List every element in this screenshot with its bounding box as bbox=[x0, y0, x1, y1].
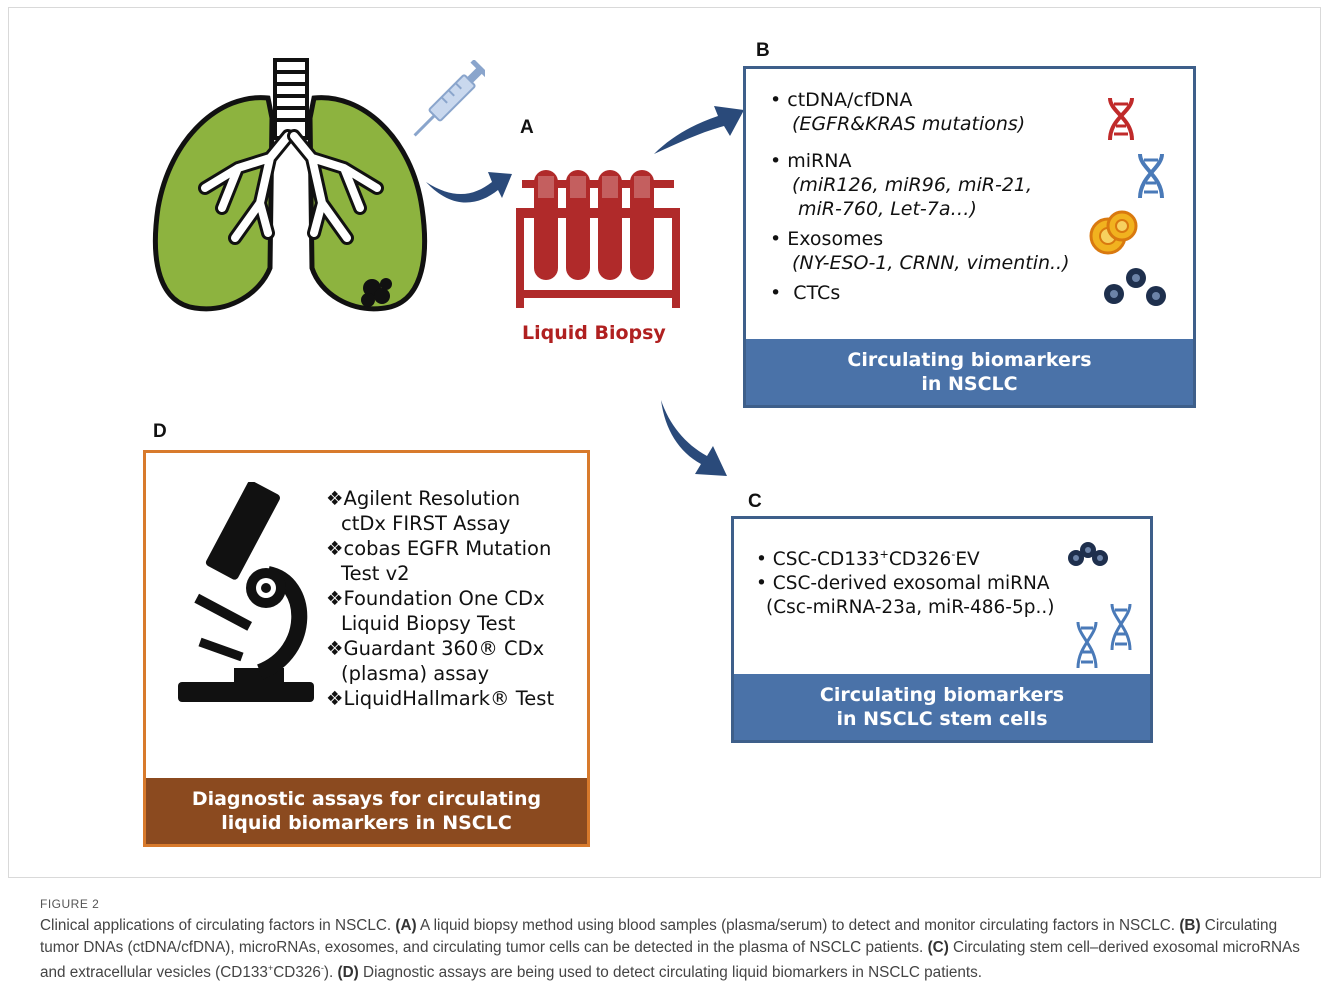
assay-item: ❖Foundation One CDx bbox=[326, 587, 545, 610]
frame-right-border bbox=[1320, 7, 1321, 877]
list-item-detail: (Csc-miRNA-23a, miR-486-5p..) bbox=[766, 597, 1055, 619]
assay-item: ❖Guardant 360® CDx bbox=[326, 637, 545, 660]
panel-b-box: Circulating biomarkers in NSCLC bbox=[743, 66, 1196, 408]
liquid-biopsy-label: Liquid Biopsy bbox=[522, 322, 666, 344]
panel-b-footer: Circulating biomarkers in NSCLC bbox=[746, 339, 1193, 405]
caption-text: Clinical applications of circulating fac… bbox=[40, 917, 1300, 982]
panel-label-b: B bbox=[756, 40, 770, 61]
frame-left-border bbox=[8, 7, 9, 877]
arrow-to-biopsy-icon bbox=[426, 172, 512, 203]
arrow-to-b-icon bbox=[654, 106, 744, 154]
list-item-detail: (NY-ESO-1, CRNN, vimentin..) bbox=[792, 252, 1070, 274]
syringe-icon bbox=[413, 60, 485, 137]
list-item: • miRNA bbox=[770, 150, 852, 172]
panel-c-footer: Circulating biomarkers in NSCLC stem cel… bbox=[734, 674, 1150, 740]
list-item: • Exosomes bbox=[770, 228, 884, 250]
panel-d-list: ❖Agilent Resolution ctDx FIRST Assay ❖co… bbox=[326, 486, 554, 711]
ctc-cells-icon bbox=[1104, 268, 1166, 306]
list-item: • CTCs bbox=[770, 282, 841, 304]
panel-b-list: • ctDNA/cfDNA (EGFR&KRAS mutations) • mi… bbox=[770, 88, 1070, 305]
test-tubes-icon bbox=[516, 170, 680, 308]
assay-item: ❖LiquidHallmark® Test bbox=[326, 687, 555, 710]
arrow-to-c-icon bbox=[661, 400, 727, 476]
assay-item-detail: Test v2 bbox=[341, 562, 410, 585]
assay-item: ❖cobas EGFR Mutation bbox=[326, 537, 552, 560]
list-item-detail: miR-760, Let-7a…) bbox=[798, 198, 977, 220]
panel-d-footer-line1: Diagnostic assays for circulating bbox=[191, 788, 542, 810]
dna-red-icon bbox=[1108, 97, 1134, 141]
dna-blue-icon bbox=[1138, 153, 1164, 199]
microscope-icon bbox=[178, 482, 314, 702]
assay-item: ❖Agilent Resolution bbox=[326, 487, 521, 510]
list-item: • ctDNA/cfDNA bbox=[770, 89, 913, 111]
panel-label-c: C bbox=[748, 491, 762, 512]
panel-label-a: A bbox=[520, 117, 534, 138]
list-item: • CSC-derived exosomal miRNA bbox=[756, 573, 1050, 595]
list-item: • CSC-CD133+CD326-EV bbox=[756, 548, 980, 571]
panel-b-footer-line1: Circulating biomarkers bbox=[847, 349, 1092, 371]
panel-b-footer-line2: in NSCLC bbox=[921, 373, 1018, 395]
panel-d-footer-line2: liquid biomarkers in NSCLC bbox=[221, 812, 512, 834]
assay-item-detail: ctDx FIRST Assay bbox=[341, 512, 511, 535]
list-item-detail: (EGFR&KRAS mutations) bbox=[792, 113, 1026, 135]
panel-label-d: D bbox=[153, 421, 167, 442]
panel-c-footer-line1: Circulating biomarkers bbox=[819, 684, 1065, 706]
figure-label: FIGURE 2 bbox=[40, 897, 100, 911]
exosome-icon bbox=[1089, 210, 1138, 255]
lungs-icon bbox=[152, 58, 428, 312]
panel-d-footer: Diagnostic assays for circulating liquid… bbox=[146, 778, 587, 844]
panel-c-footer-line2: in NSCLC stem cells bbox=[836, 708, 1048, 730]
list-item-detail: (miR126, miR96, miR-21, bbox=[792, 174, 1033, 196]
frame-bottom-border bbox=[8, 877, 1321, 878]
figure-caption: FIGURE 2 Clinical applications of circul… bbox=[40, 897, 1300, 984]
cell-cluster-icon bbox=[1068, 542, 1108, 566]
dna-pair-icon bbox=[1076, 603, 1132, 669]
frame-top-border bbox=[8, 7, 1321, 8]
assay-item-detail: Liquid Biopsy Test bbox=[341, 612, 516, 635]
panel-c-list: • CSC-CD133+CD326-EV • CSC-derived exoso… bbox=[756, 543, 1054, 620]
assay-item-detail: (plasma) assay bbox=[341, 662, 490, 685]
